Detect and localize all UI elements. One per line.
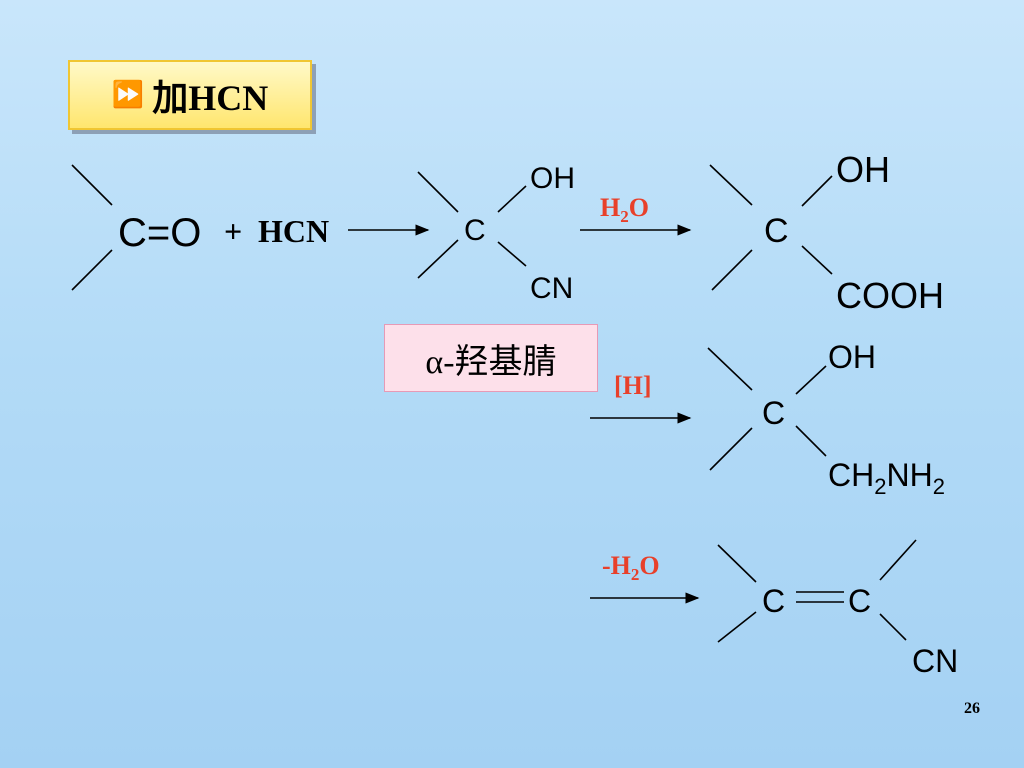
bond-line [497, 241, 527, 267]
bond-line [417, 171, 459, 213]
double-arrow-bullet-icon: ⏩ [111, 80, 145, 109]
carbonyl-formula: C=O [118, 211, 201, 255]
plus-sign: + [224, 213, 242, 249]
section-title: 加HCN [152, 78, 269, 118]
section-title-box: ⏩ 加HCN [68, 60, 312, 130]
bond-line [801, 175, 833, 207]
bond-line [709, 164, 753, 206]
bond-line [717, 611, 757, 643]
hcn-reagent: HCN [258, 213, 329, 249]
bond-line [717, 544, 757, 583]
nitrile-group: CN [912, 643, 958, 679]
carbon-atom: C [848, 583, 871, 619]
reduction-condition: [H] [614, 371, 652, 400]
bond-line [879, 539, 917, 581]
hydroxyl-group: OH [828, 339, 876, 375]
bond-line [795, 425, 827, 457]
hydrolysis-condition: H2O [600, 193, 649, 226]
nitrile-group: CN [530, 272, 573, 305]
carbon-atom: C [464, 214, 486, 247]
page-number: 26 [964, 700, 980, 717]
bond-line [709, 427, 753, 471]
carbon-atom: C [764, 212, 789, 250]
hydroxyl-group: OH [836, 149, 890, 190]
bond-line [711, 249, 753, 291]
hydroxy-nitrile-label: α-羟基腈 [384, 324, 598, 392]
carbon-atom: C [762, 395, 785, 431]
bond-line [497, 185, 527, 213]
dehydration-condition: -H2O [602, 551, 660, 584]
bond-line [795, 365, 827, 395]
aminomethyl-group: CH2NH2 [828, 457, 945, 499]
bond-line [71, 164, 113, 206]
bond-line [71, 249, 113, 291]
bond-line [879, 613, 907, 641]
bond-line [707, 347, 753, 391]
carbon-atom: C [762, 583, 785, 619]
carboxyl-group: COOH [836, 275, 944, 316]
bond-line [417, 239, 459, 279]
hydroxyl-group: OH [530, 162, 575, 195]
bond-line [801, 245, 833, 275]
